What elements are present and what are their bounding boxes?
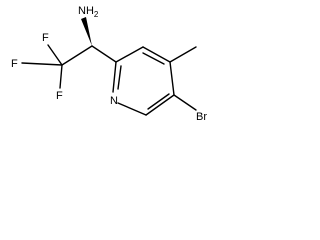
ring-nitrogen-label: N xyxy=(110,95,118,107)
bond-c2-n1 xyxy=(112,61,117,93)
bond-cf3-f-bottom xyxy=(59,64,63,89)
bromine-label: Br xyxy=(196,111,207,123)
amine-subscript: 2 xyxy=(94,10,99,19)
molecule-structure: NH2 F F F N Br xyxy=(11,5,207,123)
bond-c4-methyl xyxy=(169,46,197,63)
label-layer: NH2 F F F N Br xyxy=(11,5,207,123)
bond-cf3-f-top xyxy=(47,44,63,66)
bond-cf3-f-left xyxy=(21,62,63,66)
amine-main: NH xyxy=(78,5,94,17)
bond-n1-c6 xyxy=(117,102,147,116)
bond-c6-c5-inner xyxy=(147,93,170,110)
bond-c3-c2 xyxy=(115,46,144,63)
fluorine-top-label: F xyxy=(42,32,49,44)
bond-c5-c4 xyxy=(169,61,175,96)
bond-c4-c3-inner xyxy=(142,52,165,65)
bond-cf3-chiral xyxy=(61,45,93,66)
bond-layer xyxy=(21,17,197,116)
fluorine-left-label: F xyxy=(11,58,18,70)
bond-c5-bromine xyxy=(173,94,197,111)
wedge-bond-chiral-amine xyxy=(81,17,92,46)
structure-canvas: NH2 F F F N Br xyxy=(0,0,227,136)
bond-c2-n1-inner xyxy=(117,65,122,90)
bond-c6-c5 xyxy=(145,94,175,116)
bond-c4-c3 xyxy=(142,46,171,63)
amine-label: NH2 xyxy=(78,5,99,19)
bond-chiral-c2 xyxy=(91,45,117,63)
fluorine-bottom-label: F xyxy=(56,90,63,102)
